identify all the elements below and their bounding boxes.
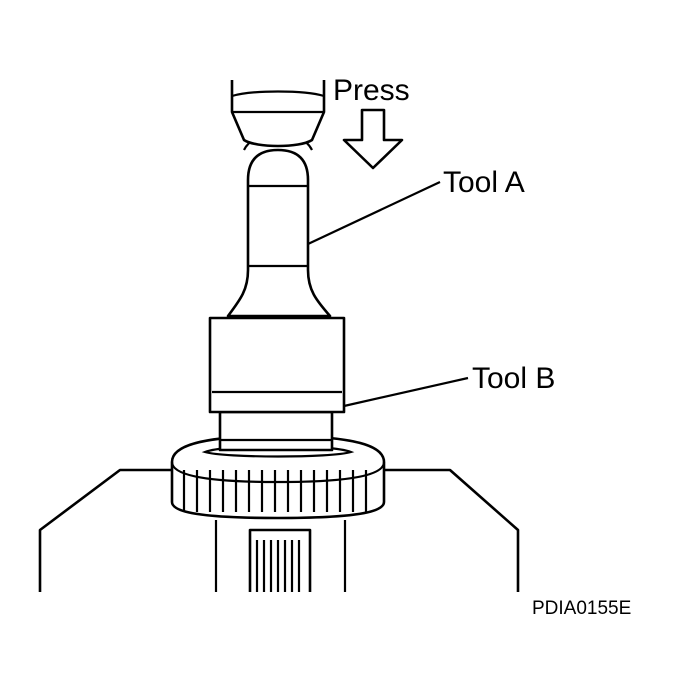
- press-ram: [230, 80, 326, 148]
- figure-code: PDIA0155E: [532, 598, 631, 619]
- tool-a-leader-line: [307, 181, 441, 245]
- tool-b-label: Tool B: [472, 362, 555, 395]
- press-arrow-icon: [342, 108, 404, 170]
- press-label: Press: [333, 74, 410, 107]
- splined-shaft: [248, 528, 312, 592]
- tool-b-leader-line: [343, 376, 469, 408]
- tool-a: [226, 132, 332, 318]
- tool-b: [208, 316, 346, 452]
- tool-a-label: Tool A: [443, 166, 525, 199]
